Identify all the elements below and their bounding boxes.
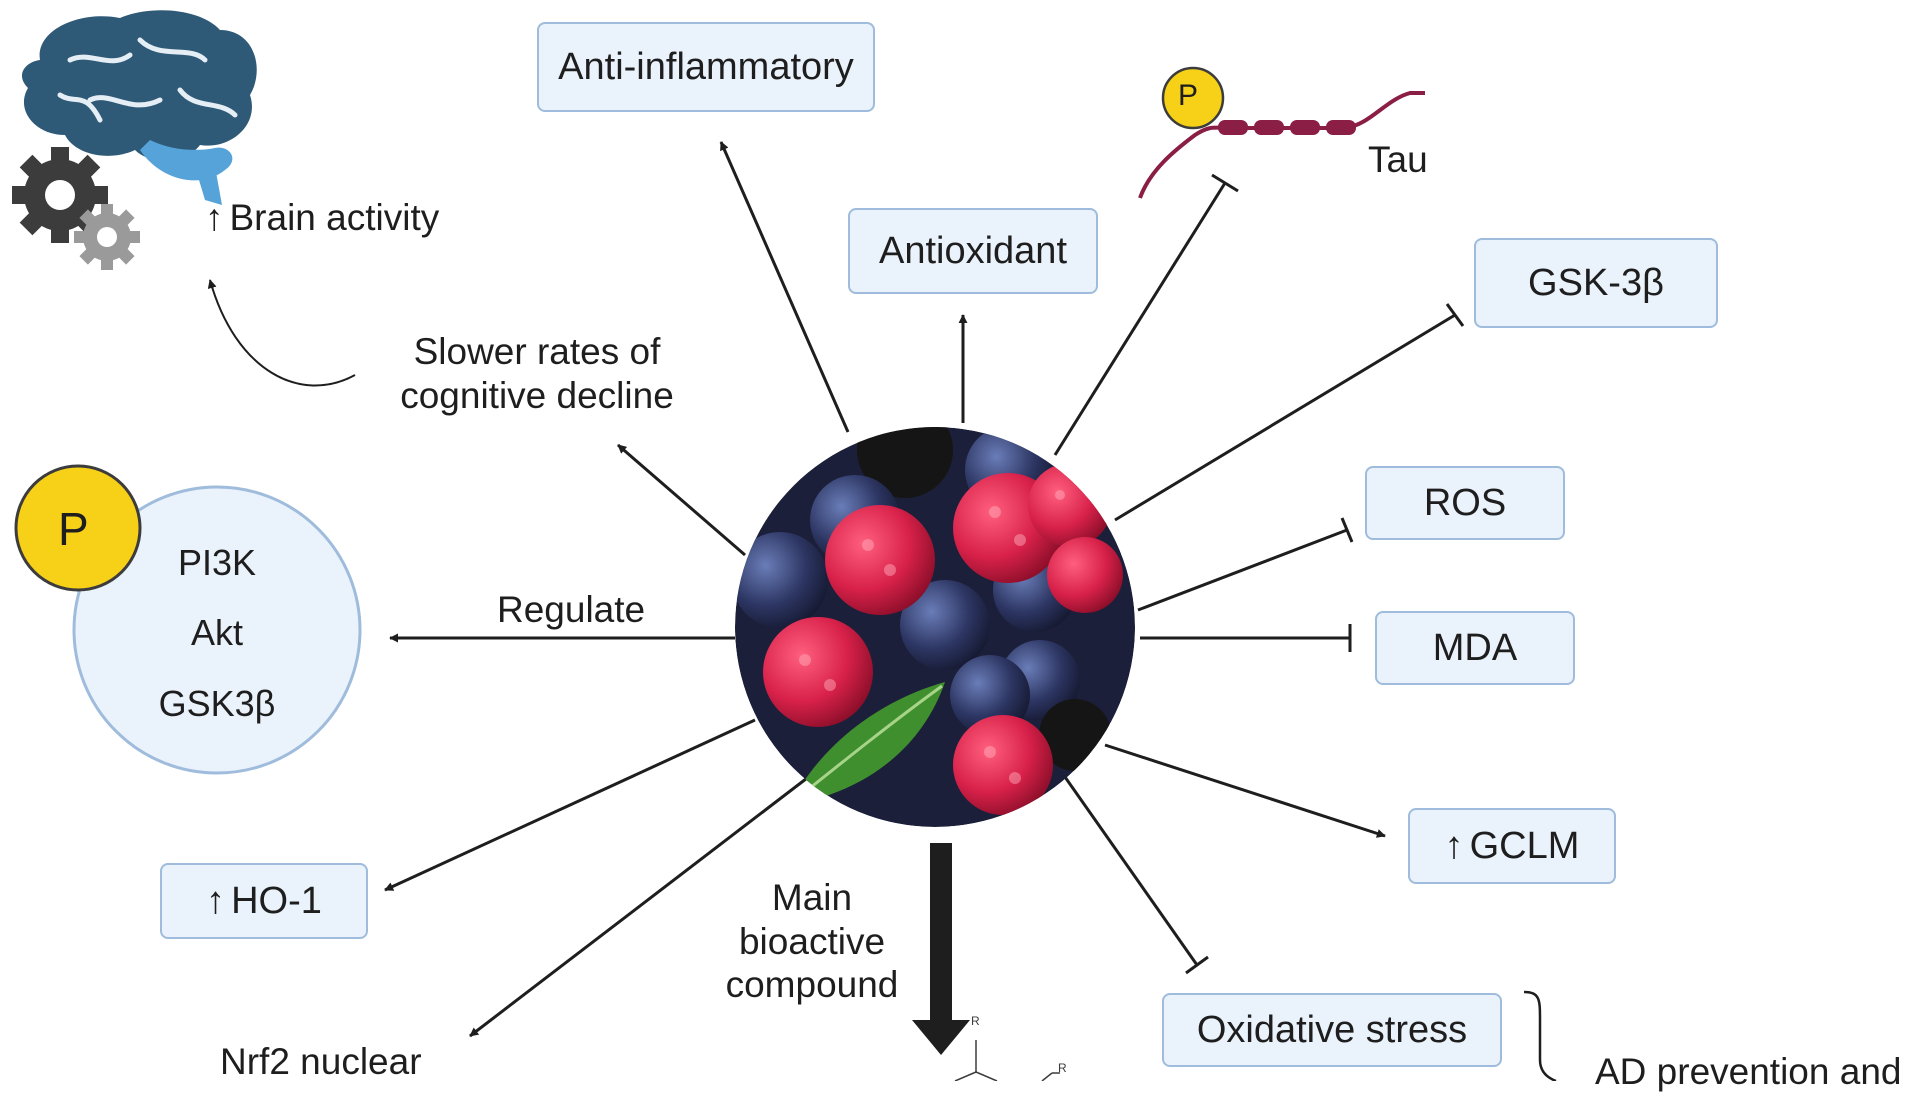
up-arrow-icon: ↑ [206, 879, 226, 922]
pathway-akt: Akt [190, 612, 243, 653]
pathway-circle [72, 485, 362, 775]
ad-prevention-label: AD prevention and [1595, 1051, 1902, 1092]
regulate-label: Regulate [497, 589, 646, 630]
pathway-gsk3b: GSK3β [158, 683, 276, 724]
arrow-slower-decline [617, 443, 746, 557]
pathway-pi3k: PI3K [177, 542, 257, 583]
brain-activity-label: ↑Brain activity [205, 197, 440, 238]
up-arrow-icon: ↑ [1444, 824, 1464, 867]
arrow-ho1 [384, 718, 756, 892]
svg-text:R: R [971, 1014, 980, 1028]
ho1-box: ↑HO-1 [160, 863, 368, 939]
inhibit-tau [1053, 182, 1227, 456]
brace [1523, 990, 1557, 1081]
anti-inflammatory-box: Anti-inflammatory [537, 22, 875, 112]
gsk3b-box: GSK-3β [1474, 238, 1718, 328]
arrow-gclm [1104, 743, 1386, 838]
arrows [207, 141, 1557, 1081]
chemical-structure-icon: R R [954, 1014, 1067, 1081]
up-arrow-icon: ↑ [205, 197, 224, 238]
svg-text:R: R [1058, 1061, 1067, 1075]
main-compound-label: Main bioactive compound [725, 877, 899, 1006]
inhibit-gsk3b [1114, 313, 1456, 522]
berries-photo-icon [735, 427, 1135, 827]
phospho-badge [14, 464, 142, 592]
ros-box: ROS [1365, 466, 1565, 540]
gclm-box: ↑GCLM [1408, 808, 1616, 884]
slower-decline-label: Slower rates of cognitive decline [400, 331, 674, 416]
curve-arrow [207, 279, 356, 387]
inhibit-ros [1137, 528, 1348, 612]
brain-gears-icon [12, 10, 257, 270]
tau-phospho-label: P [1178, 79, 1199, 112]
nrf2-label: Nrf2 nuclear [220, 1041, 422, 1082]
main-compound-arrow [912, 843, 970, 1055]
antioxidant-box: Antioxidant [848, 208, 1098, 294]
pathway-phospho-label: P [58, 503, 89, 555]
tau-protein-icon [1138, 66, 1425, 199]
tau-label: Tau [1368, 139, 1428, 180]
inhibit-oxidative [1063, 776, 1199, 966]
arrow-nrf2 [469, 770, 816, 1038]
mda-box: MDA [1375, 611, 1575, 685]
oxidative-stress-box: Oxidative stress [1162, 993, 1502, 1067]
arrow-anti-inflammatory [719, 141, 850, 433]
